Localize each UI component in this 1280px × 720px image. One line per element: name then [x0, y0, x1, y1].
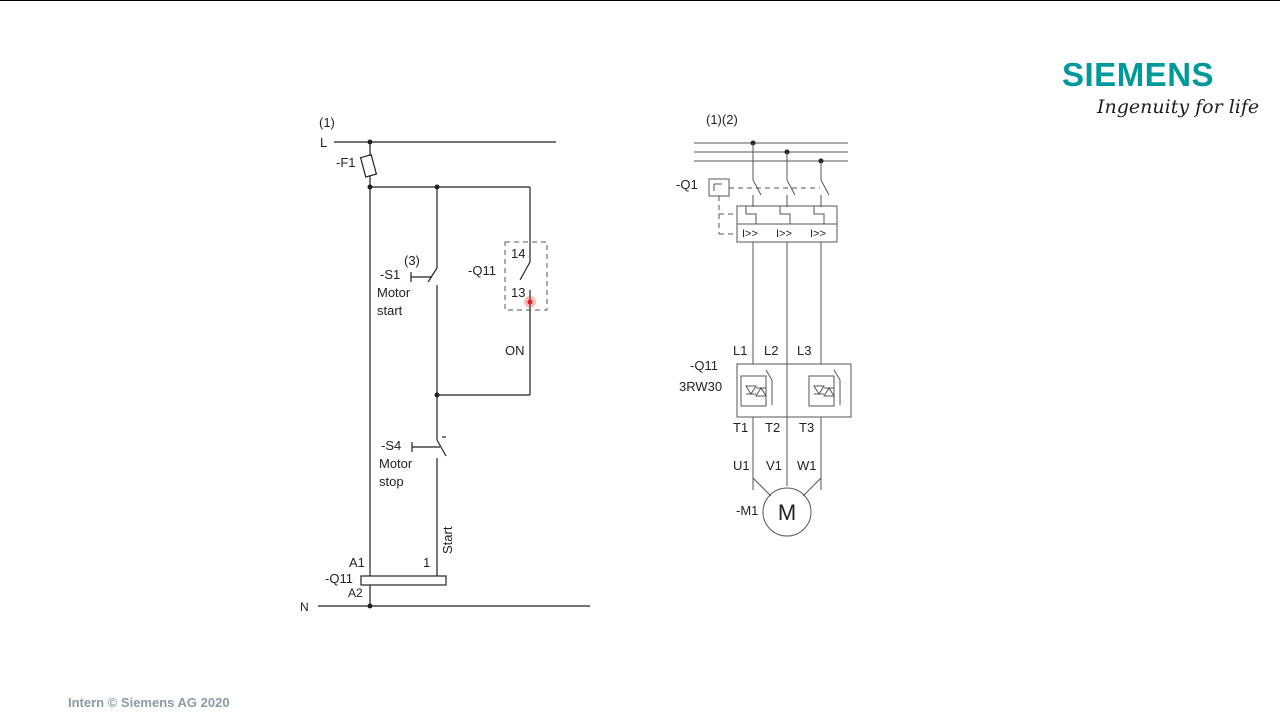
soft-starter-block — [736, 363, 852, 418]
breaker-contact — [820, 179, 830, 196]
logo-wordmark: SIEMENS — [1062, 56, 1215, 93]
motor-letter: M — [778, 500, 796, 525]
start-ref-note: (3) — [404, 253, 420, 268]
soft-starter-tag: -Q11 — [690, 358, 718, 373]
power-ref-note: (1)(2) — [706, 112, 738, 127]
stop-button-line2: stop — [379, 474, 404, 489]
contact-dashed-box — [504, 241, 548, 311]
contact-terminal-bottom: 13 — [511, 285, 525, 300]
fuse-tag: -F1 — [336, 155, 356, 170]
coil-terminal-a2: A2 — [348, 586, 363, 600]
trip-label-2: I>> — [776, 228, 792, 240]
starter-coil — [360, 575, 447, 586]
pointer-dot — [527, 299, 533, 305]
footer-copyright: Intern © Siemens AG 2020 — [68, 695, 230, 710]
contact-terminal-top: 14 — [511, 246, 525, 261]
motor-terminal-w1: W1 — [797, 458, 817, 473]
coil-terminal-a1: A1 — [349, 555, 365, 570]
coil-terminal-1: 1 — [423, 555, 430, 570]
trip-label-3: I>> — [810, 228, 826, 240]
stop-button-line1: Motor — [379, 456, 413, 471]
control-ref-note: (1) — [319, 115, 335, 130]
fuse-symbol — [359, 154, 378, 178]
siemens-logo: SIEMENS Ingenuity for life — [1062, 56, 1262, 126]
power-circuit: (1)(2) -Q1 I>> I>> I>> — [676, 112, 852, 537]
thermal-element — [813, 206, 825, 224]
breaker-contact — [786, 179, 796, 196]
contact-blade — [519, 261, 531, 281]
control-circuit: (1) L -F1 (3) -S1 Motor start 14 13 -Q11 — [300, 115, 590, 614]
output-terminal-t3: T3 — [799, 420, 814, 435]
neutral-label: N — [300, 600, 309, 614]
contact-label: ON — [505, 343, 525, 358]
start-button-line2: start — [377, 303, 403, 318]
start-button-tag: -S1 — [380, 267, 400, 282]
junction-dot — [367, 603, 373, 609]
input-terminal-l2: L2 — [764, 343, 778, 358]
line-label: L — [320, 135, 327, 150]
stop-button-tag: -S4 — [381, 438, 401, 453]
contact-tag: -Q11 — [468, 263, 496, 278]
thyristor-pair-3 — [808, 369, 841, 407]
breaker-handle — [708, 178, 730, 197]
trip-label-1: I>> — [742, 228, 758, 240]
input-terminal-l3: L3 — [797, 343, 811, 358]
motor-lead — [752, 477, 772, 497]
thermal-element — [779, 206, 791, 224]
breaker-tag: -Q1 — [676, 177, 698, 192]
stop-button-contact — [436, 439, 447, 457]
start-button-contact — [427, 267, 438, 283]
motor-terminal-u1: U1 — [733, 458, 750, 473]
logo-tagline: Ingenuity for life — [1097, 96, 1260, 118]
motor-lead — [802, 477, 822, 497]
motor-symbol — [762, 487, 812, 537]
input-terminal-l1: L1 — [733, 343, 747, 358]
coil-tag: -Q11 — [325, 571, 353, 586]
start-input-label: Start — [440, 526, 455, 554]
soft-starter-model: 3RW30 — [679, 379, 722, 394]
start-button-line1: Motor — [377, 285, 411, 300]
output-terminal-t1: T1 — [733, 420, 748, 435]
output-terminal-t2: T2 — [765, 420, 780, 435]
motor-terminal-v1: V1 — [766, 458, 782, 473]
thermal-element — [745, 206, 757, 224]
thyristor-pair-1 — [740, 369, 773, 407]
top-border-line — [0, 0, 1280, 1]
motor-tag: -M1 — [736, 503, 758, 518]
